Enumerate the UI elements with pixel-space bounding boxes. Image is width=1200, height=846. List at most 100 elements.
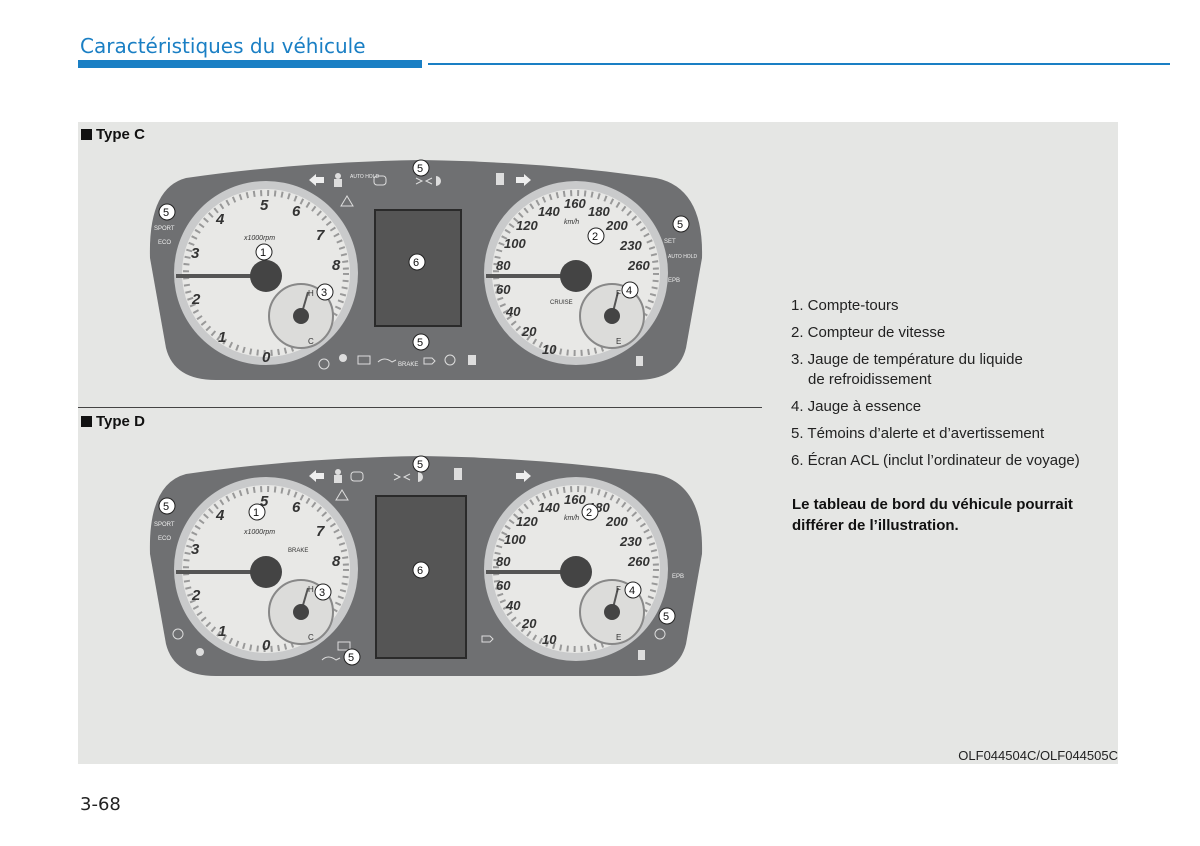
speed-unit: km/h: [564, 515, 579, 522]
speed-number: 100: [504, 236, 526, 251]
legend-item: 1. Compte-tours: [791, 297, 899, 314]
callout-5-bottom: 5: [412, 333, 430, 351]
speed-number: 120: [516, 218, 538, 233]
esc-icon: [496, 173, 504, 185]
warning-triangle-icon: [335, 489, 349, 501]
callout-2: 2: [581, 503, 599, 521]
tach-number: 3: [191, 245, 200, 262]
tach-unit: x1000rpm: [243, 235, 275, 242]
callout-number: 4: [626, 285, 632, 297]
tach-number: 4: [215, 507, 225, 524]
auto-hold-label: AUTO HOLD: [350, 174, 379, 180]
callout-4: 4: [621, 281, 639, 299]
callout-5-bottom: 5: [343, 648, 361, 666]
speed-number: 60: [496, 282, 511, 297]
cruise-label: CRUISE: [550, 300, 573, 306]
fuel-e: E: [616, 337, 621, 346]
tach-number: 7: [316, 523, 325, 540]
callout-5-right: 5: [658, 607, 676, 625]
callout-number: 5: [417, 163, 423, 175]
callout-3: 3: [314, 583, 332, 601]
type-c-label: Type C: [81, 126, 145, 143]
callout-number: 1: [260, 247, 266, 259]
battery-icon: [357, 355, 371, 365]
legend-item-text: 3. Jauge de température du liquide: [791, 351, 1023, 368]
eco-label: ECO: [158, 240, 171, 246]
fuel-pump-icon: [638, 650, 645, 660]
speed-number: 80: [496, 258, 511, 273]
legend-list: 1. Compte-tours 2. Compteur de vitesse 3…: [791, 296, 1080, 478]
callout-number: 3: [321, 287, 327, 299]
brake-label: BRAKE: [288, 548, 308, 554]
temp-hub: [293, 308, 309, 324]
callout-5-right: 5: [672, 215, 690, 233]
callout-6: 6: [408, 253, 426, 271]
speed-number: 10: [542, 632, 557, 647]
page-number: 3-68: [80, 794, 121, 815]
tpms-icon: [654, 628, 666, 640]
callout-number: 1: [253, 507, 259, 519]
fog-light-icon-2: [436, 176, 441, 186]
arrow-right-icon: [516, 470, 531, 482]
callout-number: 5: [663, 611, 669, 623]
legend-item: 2. Compteur de vitesse: [791, 324, 946, 341]
tach-number: 6: [292, 499, 301, 516]
callout-1: 1: [248, 503, 266, 521]
callout-number: 5: [348, 652, 354, 664]
oil-icon: [321, 656, 341, 661]
tach-number: 2: [191, 587, 201, 604]
square-bullet-icon: [81, 416, 92, 427]
tach-ticks: [183, 486, 349, 652]
speed-number: 180: [588, 204, 610, 219]
header-bar-thin: [428, 63, 1170, 65]
speed-number: 120: [516, 514, 538, 529]
tach-number: 8: [332, 553, 341, 570]
tach-hub: [250, 260, 282, 292]
speed-number: 160: [564, 196, 586, 211]
callout-number: 5: [163, 501, 169, 513]
speedometer: 10 20 40 60 80 100 120 140 160 180 200 2…: [484, 181, 668, 365]
tach-unit: x1000rpm: [243, 529, 275, 536]
esc-icon: [454, 468, 462, 480]
callout-number: 3: [319, 587, 325, 599]
airbag-icon: [196, 648, 204, 656]
callout-5-left: 5: [158, 203, 176, 221]
speed-number: 230: [619, 534, 642, 549]
engine-icon: [481, 635, 494, 643]
fuel-f: F: [616, 585, 621, 594]
callout-5-top: 5: [412, 455, 430, 473]
warning-triangle-icon: [340, 195, 354, 207]
instrument-cluster-type-d: 0 1 2 3 4 5 6 7 8 x1000rpm BRAKE H C 10 …: [149, 455, 703, 676]
tach-hub: [250, 556, 282, 588]
tach-number: 3: [191, 541, 200, 558]
esc-off-icon: [468, 355, 476, 365]
eco-label: ECO: [158, 536, 171, 542]
callout-4: 4: [624, 581, 642, 599]
speed-number: 140: [538, 500, 560, 515]
fuel-hub: [604, 604, 620, 620]
legend-item: 4. Jauge à essence: [791, 398, 922, 415]
sport-label: SPORT: [154, 522, 175, 528]
tachometer: 0 1 2 3 4 5 6 7 8 x1000rpm: [174, 181, 358, 366]
note-text: Le tableau de bord du véhicule pourrait …: [792, 496, 1073, 534]
fog-light-icon: [415, 177, 433, 185]
speed-number: 10: [542, 342, 557, 357]
tach-number: 0: [262, 637, 271, 654]
callout-number: 6: [417, 565, 423, 577]
fuel-gauge: F E: [579, 283, 645, 349]
callout-1: 1: [255, 243, 273, 261]
callout-number: 5: [677, 219, 683, 231]
tach-number: 8: [332, 257, 341, 274]
speed-number: 200: [605, 514, 628, 529]
speed-number: 200: [605, 218, 628, 233]
tach-number: 1: [218, 623, 226, 640]
brake-warning-icon: [172, 628, 184, 640]
brake-label: BRAKE: [398, 362, 418, 368]
speedo-hub: [560, 556, 592, 588]
speed-number: 140: [538, 204, 560, 219]
arrow-right-icon: [516, 174, 531, 186]
callout-2: 2: [587, 227, 605, 245]
speedo-ticks: [493, 190, 659, 356]
fog-light-icon-2: [418, 472, 423, 482]
fuel-e: E: [616, 633, 621, 642]
